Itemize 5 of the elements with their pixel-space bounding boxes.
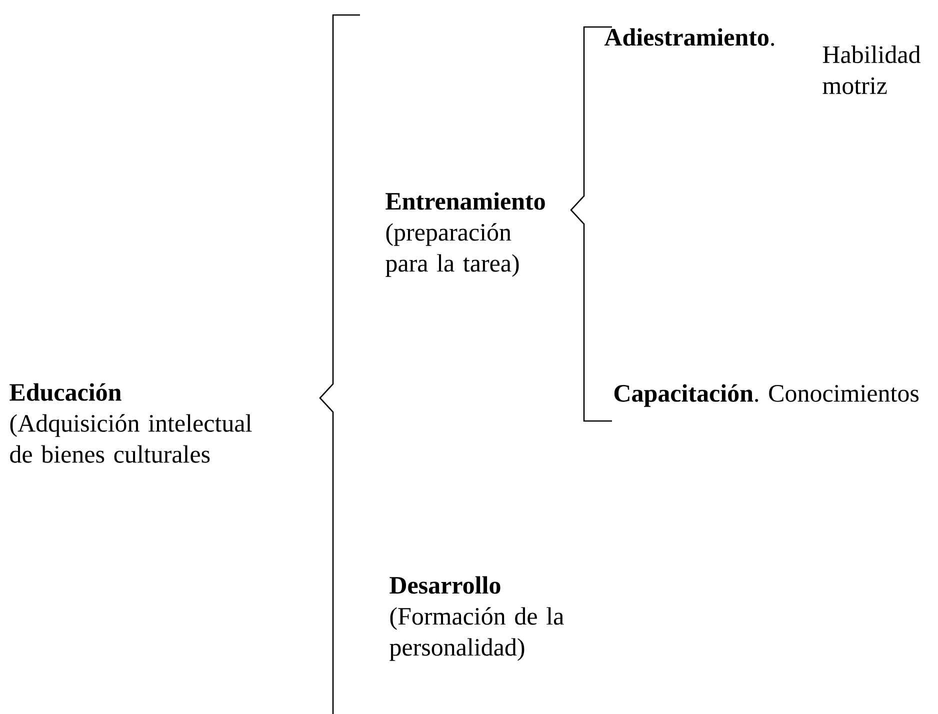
text-label: Capacitación. Conocimientos — [614, 384, 919, 407]
text-label: Desarrollo (Formación de la personalidad) — [390, 576, 564, 661]
text-label: Entrenamiento (preparación para la tarea) — [386, 192, 545, 277]
text-label: Adiestramiento. Habilidad motriz — [604, 28, 920, 94]
text-label: Educación (Adquisición intelectual de bienes culturales — [10, 383, 252, 463]
